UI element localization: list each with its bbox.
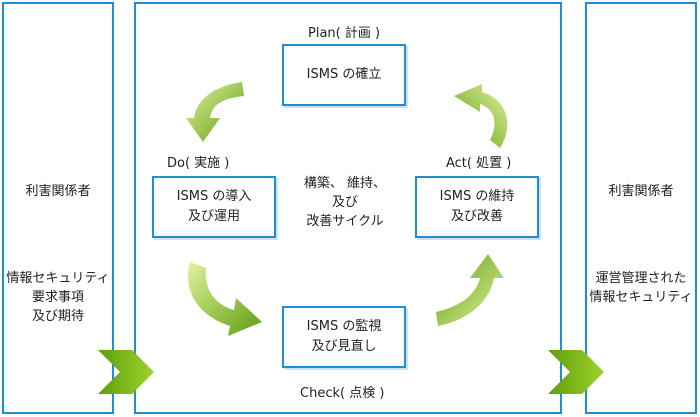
- cycle-center-text: 構築、 維持、 及び 改善サイクル: [303, 176, 387, 229]
- output-chevron-icon: [548, 350, 604, 394]
- arrow-do-to-check-icon: [187, 262, 262, 336]
- arrow-act-to-plan-icon: [454, 84, 508, 148]
- plan-label: Plan( 計画 ): [308, 26, 381, 41]
- check-box: ISMS の監視 及び見直し: [282, 306, 406, 368]
- input-chevron-icon: [98, 350, 154, 394]
- check-label: Check( 点検 ): [300, 386, 385, 401]
- arrow-check-to-act-icon: [436, 254, 504, 326]
- left-requirements-text: 情報セキュリティ 要求事項 及び期待: [6, 271, 110, 324]
- do-label: Do( 実施 ): [167, 156, 230, 171]
- left-panel-stakeholder-input: 利害関係者 情報セキュリティ 要求事項 及び期待: [2, 2, 114, 414]
- plan-box: ISMS の確立: [282, 44, 406, 106]
- act-box: ISMS の維持 及び改善: [415, 176, 539, 238]
- arrow-plan-to-do-icon: [186, 82, 244, 142]
- right-panel-stakeholder-output: 利害関係者 運営管理された 情報セキュリティ: [585, 2, 697, 414]
- do-box: ISMS の導入 及び運用: [152, 176, 276, 238]
- right-stakeholder-label: 利害関係者: [608, 184, 674, 199]
- right-result-text: 運営管理された 情報セキュリティ: [589, 271, 693, 305]
- left-stakeholder-label: 利害関係者: [25, 184, 91, 199]
- act-label: Act( 処置 ): [446, 156, 512, 171]
